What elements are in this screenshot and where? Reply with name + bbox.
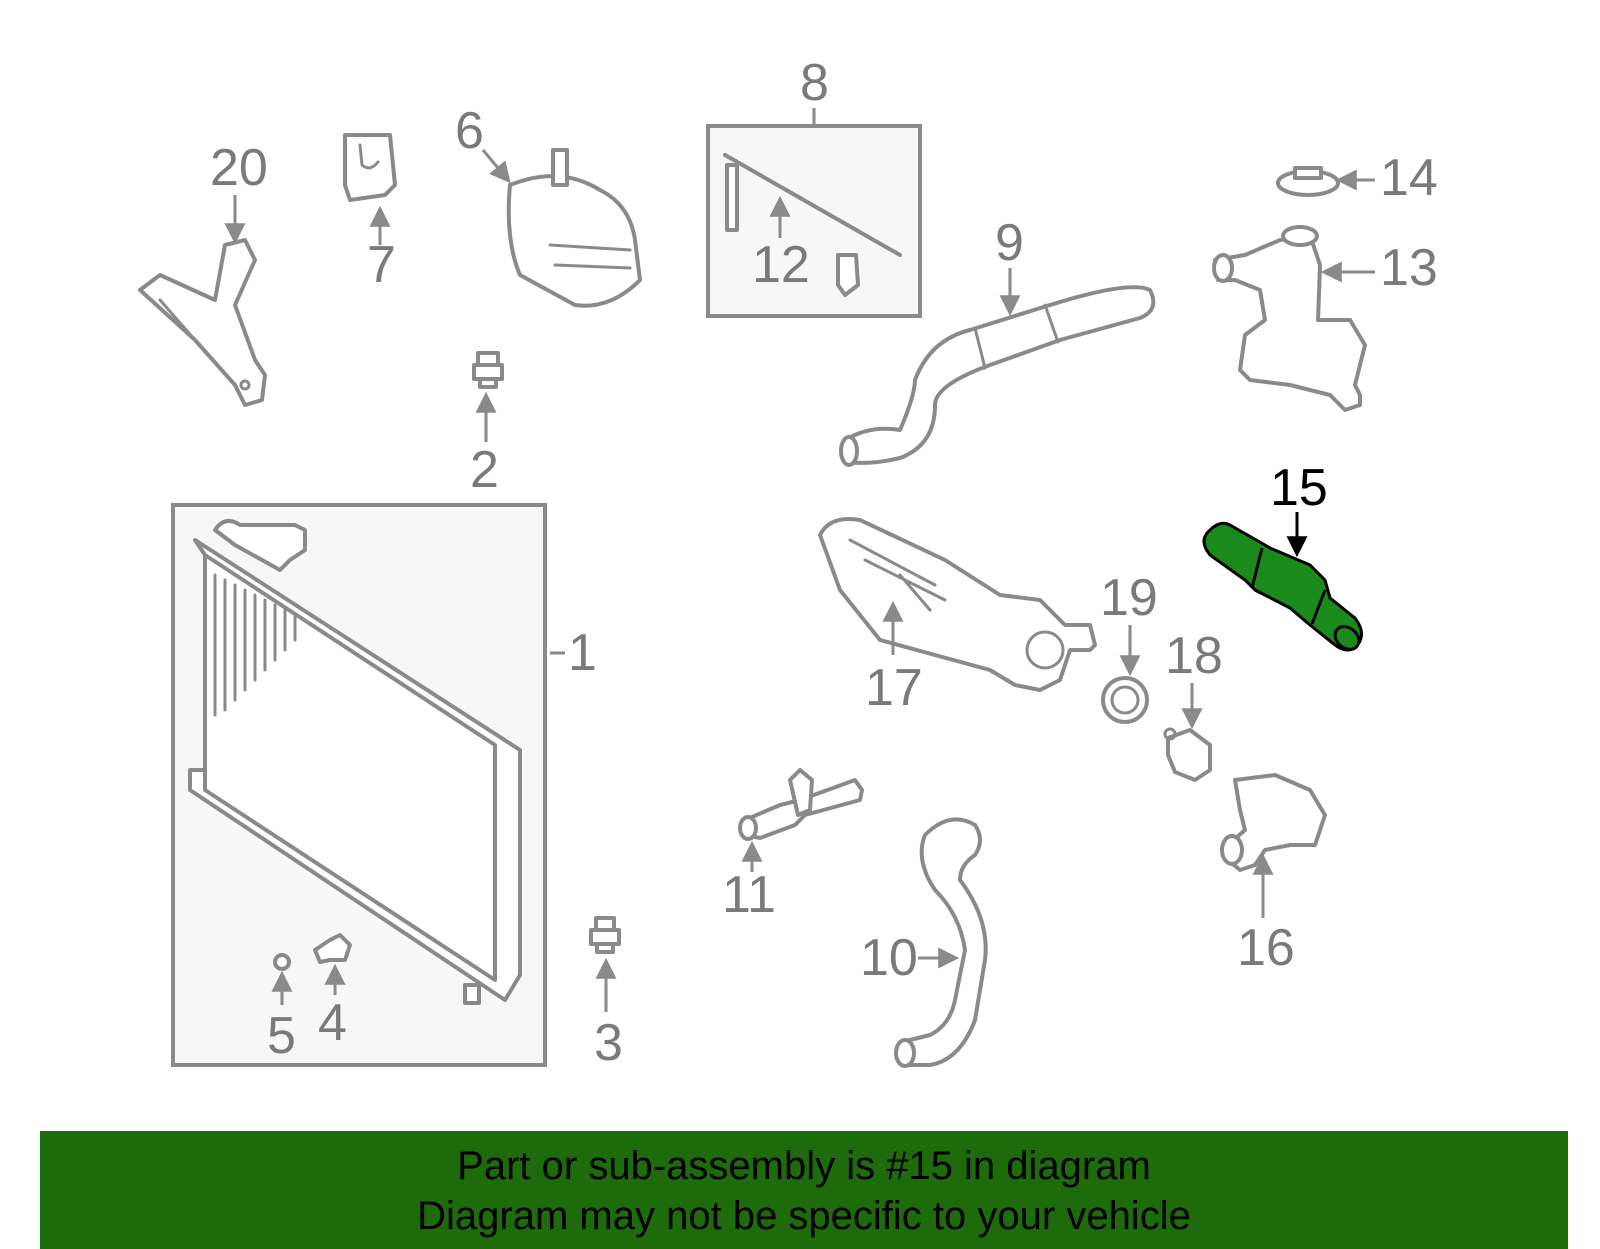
callout-15[interactable]: 15	[1270, 459, 1328, 517]
part-20-bracket[interactable]	[138, 238, 267, 407]
part-4-draincock[interactable]	[313, 933, 352, 964]
part-10-hose[interactable]	[894, 817, 988, 1068]
part-12-rod[interactable]	[723, 153, 902, 297]
callout-8[interactable]: 8	[800, 54, 829, 112]
callout-3[interactable]: 3	[594, 1014, 623, 1072]
banner-disclaimer-line: Diagram may not be specific to your vehi…	[417, 1194, 1191, 1238]
leader-6	[481, 149, 511, 184]
callout-4[interactable]: 4	[318, 994, 347, 1052]
callout-7[interactable]: 7	[367, 236, 396, 294]
callout-14[interactable]: 14	[1380, 149, 1438, 207]
part-2-plug[interactable]	[472, 351, 504, 389]
callout-10[interactable]: 10	[860, 929, 918, 987]
info-banner: Part or sub-assembly is #15 in diagram D…	[40, 1131, 1568, 1249]
part-19-gasket[interactable]	[1101, 676, 1149, 724]
callout-12[interactable]: 12	[752, 236, 810, 294]
part-14-cap[interactable]	[1276, 166, 1340, 197]
part-11-pipe[interactable]	[738, 768, 864, 841]
callout-18[interactable]: 18	[1165, 627, 1223, 685]
callout-2[interactable]: 2	[470, 441, 499, 499]
callout-1[interactable]: 1	[568, 624, 597, 682]
callout-5[interactable]: 5	[267, 1007, 296, 1065]
part-17-water-housing[interactable]	[818, 517, 1097, 692]
part-5-oring[interactable]	[273, 953, 291, 971]
part-13-housing[interactable]	[1212, 225, 1367, 412]
callout-19[interactable]: 19	[1100, 569, 1158, 627]
callout-16[interactable]: 16	[1237, 919, 1295, 977]
part-8-kit-box[interactable]	[706, 124, 922, 318]
part-3-plug[interactable]	[589, 916, 621, 954]
banner-part-line: Part or sub-assembly is #15 in diagram	[457, 1144, 1151, 1188]
callout-9[interactable]: 9	[995, 214, 1024, 272]
part-18-thermostat[interactable]	[1163, 727, 1212, 782]
callout-17[interactable]: 17	[865, 659, 923, 717]
part-9-hose[interactable]	[839, 285, 1156, 467]
part-1-radiator[interactable]	[188, 519, 522, 1005]
callout-13[interactable]: 13	[1380, 239, 1438, 297]
part-6-reservoir[interactable]	[506, 148, 642, 308]
callout-6[interactable]: 6	[455, 102, 484, 160]
part-16-water-inlet[interactable]	[1220, 773, 1327, 872]
callout-20[interactable]: 20	[210, 139, 268, 197]
part-7-clip[interactable]	[343, 133, 397, 202]
part-15-bypass-hose[interactable]	[1202, 521, 1363, 654]
callout-11[interactable]: 11	[722, 866, 776, 924]
